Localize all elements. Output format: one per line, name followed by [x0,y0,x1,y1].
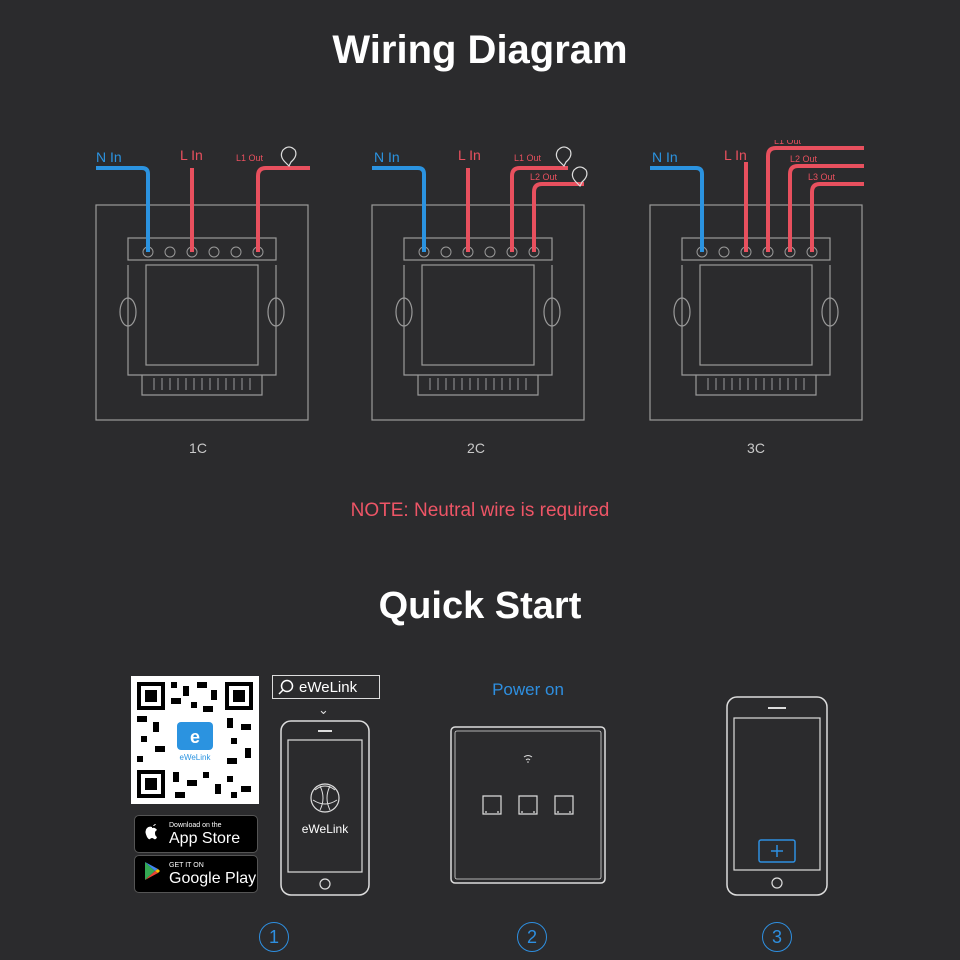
app-search-box: eWeLink [272,675,380,699]
label-l-in: L In [180,147,203,163]
label-l-in: L In [724,147,747,163]
label-l3-out: L3 Out [808,172,836,182]
search-text: eWeLink [299,678,358,696]
step-number-3: 3 [762,922,792,952]
phone-app [280,720,372,903]
diagram-3c: N In L In L1 Out L2 Out L3 Out [644,140,884,440]
google-play-icon [135,861,169,887]
google-play-badge[interactable]: GET IT ON Google Play [134,855,258,893]
switch-panel [450,726,606,889]
step-number-2: 2 [517,922,547,952]
google-play-big-text: Google Play [169,869,257,887]
search-icon [273,677,299,697]
apple-icon [135,821,169,847]
app-store-big-text: App Store [169,829,241,847]
label-l1-out: L1 Out [774,140,802,146]
diagram-2c: N In L In L1 Out L2 Out [366,140,606,440]
add-device-button [758,839,796,863]
app-store-small-text: Download on the [169,821,222,829]
label-l2-out: L2 Out [530,172,558,182]
qr-badge-label: eWeLink [180,753,212,762]
chevron-down-icon: ⌄ [318,702,329,717]
label-l1-out: L1 Out [514,153,542,163]
label-n-in: N In [374,149,400,165]
app-store-badge[interactable]: Download on the App Store [134,815,258,853]
svg-text:e: e [190,727,200,747]
app-label: eWeLink [301,822,349,836]
label-l1-out: L1 Out [236,153,264,163]
quick-start-title: Quick Start [378,585,582,627]
phone-add-device [726,696,830,903]
step-number-1: 1 [259,922,289,952]
diagram-1c: N In L In L1 Out [90,140,330,440]
label-n-in: N In [96,149,122,165]
label-n-in: N In [652,149,678,165]
power-on-label: Power on [492,680,564,699]
caption-2c: 2C [467,440,485,456]
label-l2-out: L2 Out [790,154,818,164]
google-play-small-text: GET IT ON [169,861,204,869]
wiring-diagram-title: Wiring Diagram [332,28,628,72]
label-l-in: L In [458,147,481,163]
caption-1c: 1C [189,440,207,456]
qr-code: e eWeLink [131,676,259,804]
caption-3c: 3C [747,440,765,456]
neutral-wire-note: NOTE: Neutral wire is required [350,500,610,521]
